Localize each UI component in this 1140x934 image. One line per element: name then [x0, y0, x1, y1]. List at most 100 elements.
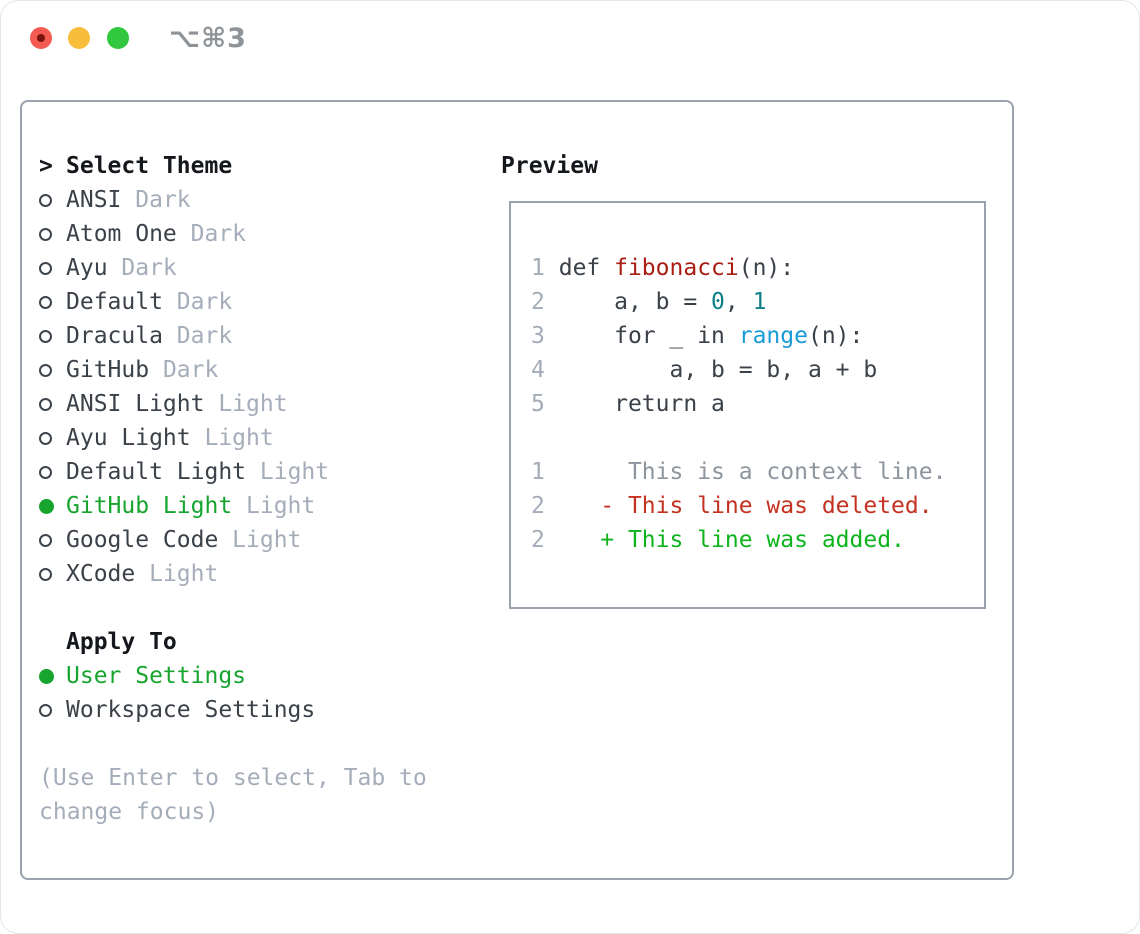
- token-deleted: - This line was deleted.: [558, 493, 933, 519]
- titlebar: ⌥⌘3: [1, 1, 1139, 75]
- help-line-1: (Use Enter to select, Tab to: [39, 765, 427, 791]
- option-label: Dracula Dark: [66, 323, 233, 349]
- token-code: a, b =: [558, 289, 712, 315]
- window-title: ⌥⌘3: [169, 23, 247, 54]
- minimize-button[interactable]: [68, 27, 90, 49]
- theme-option-ansi-dark[interactable]: ANSI Dark: [39, 183, 469, 217]
- option-label: Default Light Light: [66, 459, 330, 485]
- radio-icon: [39, 465, 52, 479]
- option-label: ANSI Dark: [66, 187, 191, 213]
- code-line: 3 for _ in range(n):: [531, 319, 984, 353]
- theme-option-github-light-light[interactable]: GitHub Light Light: [39, 489, 469, 523]
- token-code: return a: [558, 391, 725, 417]
- radio-icon: [39, 533, 52, 547]
- line-number: 2: [531, 527, 545, 553]
- apply-option-user-settings[interactable]: User Settings: [39, 659, 469, 693]
- line-number: 5: [531, 391, 545, 417]
- spacer-row: [39, 727, 469, 761]
- radio-selected-icon: [39, 498, 54, 514]
- zoom-button[interactable]: [107, 27, 129, 49]
- token-code: ,: [724, 289, 753, 315]
- select-theme-title: Select Theme: [66, 153, 233, 179]
- theme-option-default-dark[interactable]: Default Dark: [39, 285, 469, 319]
- help-line-2: change focus): [39, 799, 220, 825]
- code-blank-line: [531, 421, 984, 455]
- token-context: This is a context line.: [558, 459, 947, 485]
- option-label: Default Dark: [66, 289, 233, 315]
- option-label: User Settings: [66, 663, 247, 689]
- token-added: + This line was added.: [558, 527, 905, 553]
- radio-icon: [39, 703, 52, 717]
- theme-option-dracula-dark[interactable]: Dracula Dark: [39, 319, 469, 353]
- variant-label: Dark: [135, 187, 191, 213]
- line-number: 4: [531, 357, 545, 383]
- option-label: GitHub Light Light: [66, 493, 316, 519]
- line-number: 2: [531, 493, 545, 519]
- variant-label: Dark: [162, 357, 219, 383]
- apply-option-workspace-settings[interactable]: Workspace Settings: [39, 693, 469, 727]
- option-label: Atom One Dark: [66, 221, 247, 247]
- code-line: 2 - This line was deleted.: [531, 489, 984, 523]
- variant-label: Dark: [176, 289, 233, 315]
- token-code: (n):: [738, 255, 795, 281]
- variant-label: Dark: [121, 255, 177, 281]
- radio-icon: [39, 193, 52, 207]
- theme-option-ayu-light-light[interactable]: Ayu Light Light: [39, 421, 469, 455]
- code-line: 2 a, b = 0, 1: [531, 285, 984, 319]
- token-code: def: [558, 255, 615, 281]
- theme-option-ansi-light-light[interactable]: ANSI Light Light: [39, 387, 469, 421]
- radio-icon: [39, 397, 52, 411]
- option-label: Ayu Dark: [66, 255, 177, 281]
- theme-option-ayu-dark[interactable]: Ayu Dark: [39, 251, 469, 285]
- line-number: 2: [531, 289, 545, 315]
- line-number: 1: [531, 255, 545, 281]
- variant-label: Light: [204, 425, 274, 451]
- radio-icon: [39, 329, 52, 343]
- option-label: XCode Light: [66, 561, 219, 587]
- cursor-icon: >: [39, 153, 53, 179]
- theme-option-default-light-light[interactable]: Default Light Light: [39, 455, 469, 489]
- variant-label: Light: [232, 527, 302, 553]
- preview-header: Preview: [501, 153, 598, 179]
- variant-label: Light: [218, 391, 288, 417]
- variant-label: Light: [259, 459, 330, 485]
- option-label: Google Code Light: [66, 527, 302, 553]
- line-number: 1: [531, 459, 545, 485]
- close-button[interactable]: [30, 27, 52, 49]
- option-label: Ayu Light Light: [66, 425, 274, 451]
- variant-label: Light: [246, 493, 316, 519]
- token-code: for _ in: [558, 323, 739, 349]
- variant-label: Light: [149, 561, 219, 587]
- spacer-row: [39, 591, 469, 625]
- option-label: Workspace Settings: [66, 697, 316, 723]
- radio-icon: [39, 567, 52, 581]
- option-label: ANSI Light Light: [66, 391, 288, 417]
- radio-icon: [39, 261, 52, 275]
- theme-option-google-code-light[interactable]: Google Code Light: [39, 523, 469, 557]
- code-line: 1 def fibonacci(n):: [531, 251, 984, 285]
- theme-option-xcode-light[interactable]: XCode Light: [39, 557, 469, 591]
- theme-option-atom-one-dark[interactable]: Atom One Dark: [39, 217, 469, 251]
- token-builtin: range: [738, 323, 808, 349]
- code-line: 4 a, b = b, a + b: [531, 353, 984, 387]
- token-function: fibonacci: [614, 255, 739, 281]
- apply-to-header: Apply To: [39, 625, 469, 659]
- code-line: 2 + This line was added.: [531, 523, 984, 557]
- theme-option-github-dark[interactable]: GitHub Dark: [39, 353, 469, 387]
- radio-icon: [39, 431, 52, 445]
- variant-label: Dark: [190, 221, 247, 247]
- token-number: 1: [752, 289, 767, 315]
- token-code: (n):: [807, 323, 864, 349]
- apply-to-title: Apply To: [66, 629, 177, 655]
- close-dot-icon: [37, 34, 45, 42]
- variant-label: Dark: [176, 323, 233, 349]
- radio-icon: [39, 363, 52, 377]
- radio-icon: [39, 227, 52, 241]
- token-number: 0: [711, 289, 725, 315]
